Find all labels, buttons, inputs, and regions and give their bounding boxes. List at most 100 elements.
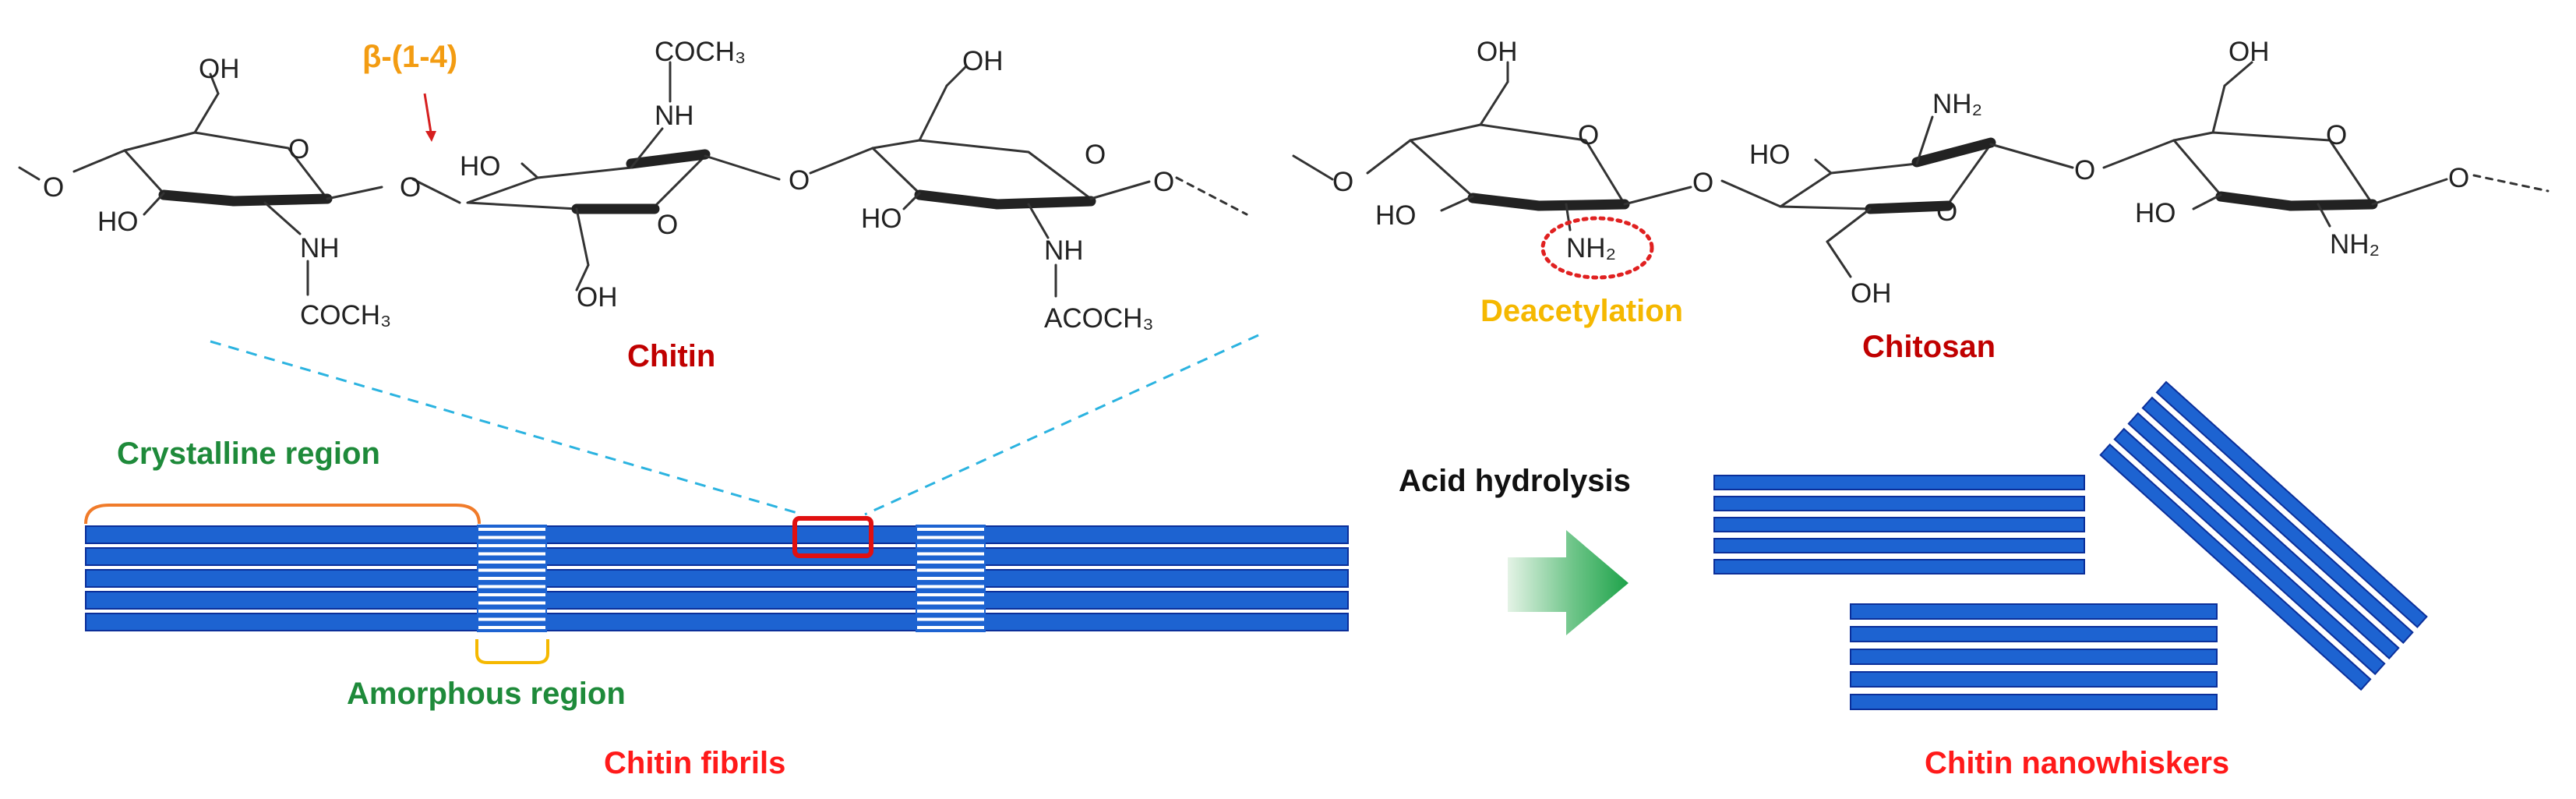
chitosan-atom: HO	[2135, 198, 2176, 228]
chitosan-molecule: O OH O HO NH₂ O HO NH₂ O OH O OH O HO NH…	[1292, 37, 2550, 364]
whisker-stack-rotated	[2099, 380, 2428, 691]
fibril-bundle	[85, 525, 1349, 632]
amorphous-stripe	[917, 568, 984, 572]
chitin-atom: O	[789, 165, 810, 196]
acid-hydrolysis-label: Acid hydrolysis	[1399, 464, 1631, 498]
amorphous-stripe	[917, 601, 984, 605]
whisker-bar	[1713, 496, 2085, 511]
amorphous-stripe	[478, 593, 545, 596]
whisker-stack	[1850, 603, 2218, 710]
amorphous-stripe	[478, 626, 545, 629]
beta-linkage-label: β-(1-4)	[362, 40, 457, 74]
chitin-atom: OH	[199, 54, 240, 84]
whisker-bar	[1713, 538, 2085, 553]
whisker-bar	[2127, 412, 2400, 660]
chitin-label: Chitin	[627, 339, 715, 373]
amorphous-stripe	[917, 610, 984, 613]
amorphous-stripe	[478, 601, 545, 605]
chitosan-atom: NH₂	[1932, 89, 1982, 119]
chitin-atom: O	[288, 134, 309, 164]
chitosan-atom: O	[1332, 167, 1353, 197]
whisker-bar	[2113, 427, 2386, 676]
chitin-atom: NH	[655, 101, 694, 131]
green-gradient-arrow-icon	[1508, 530, 1629, 635]
beta-arrowhead-icon	[425, 131, 436, 142]
chitin-fibrils-label: Chitin fibrils	[604, 746, 785, 780]
dotted-circle-icon	[1540, 216, 1654, 280]
amorphous-stripe	[917, 560, 984, 564]
fibril-bar	[85, 613, 1349, 631]
chitosan-atom: OH	[2228, 37, 2270, 67]
chitin-atom: OH	[577, 282, 618, 313]
fibril-bar	[85, 525, 1349, 544]
chitosan-atom: O	[2448, 163, 2469, 193]
amorphous-stripe	[478, 610, 545, 613]
chitin-atom: NH	[1044, 235, 1084, 266]
chitosan-atom: NH₂	[2330, 229, 2380, 260]
amorphous-stripe	[917, 528, 984, 531]
amorphous-stripe	[478, 560, 545, 564]
deacetylation-label: Deacetylation	[1480, 294, 1683, 328]
fibril-bar	[85, 547, 1349, 566]
chitosan-atom: O	[2326, 120, 2347, 150]
amorphous-stripe	[478, 544, 545, 547]
chitin-atom: ACOCH₃	[1044, 303, 1154, 334]
amorphous-stripe	[478, 577, 545, 580]
chitosan-atom: NH₂	[1566, 233, 1616, 263]
whisker-bar	[1850, 603, 2218, 620]
chitosan-atom: HO	[1375, 200, 1417, 231]
whisker-stack	[1713, 475, 2085, 575]
chitosan-atom: OH	[1851, 278, 1892, 309]
highlight-box-icon	[792, 516, 873, 558]
whisker-bar	[1850, 649, 2218, 665]
fibril-bar	[85, 569, 1349, 588]
chitin-atom: HO	[861, 203, 902, 234]
amorphous-stripe	[478, 536, 545, 539]
amorphous-stripe	[917, 593, 984, 596]
amorphous-region-label: Amorphous region	[347, 677, 626, 711]
amorphous-stripe	[917, 617, 984, 621]
amorphous-stripe	[917, 626, 984, 629]
amorphous-stripe	[478, 617, 545, 621]
amorphous-stripe	[917, 585, 984, 589]
zoom-line-left	[210, 340, 803, 516]
chitosan-atom: OH	[1477, 37, 1518, 67]
whisker-bar	[1713, 475, 2085, 490]
chitin-atom: COCH₃	[300, 300, 391, 331]
chitin-atom: COCH₃	[655, 37, 746, 67]
amorphous-stripe	[917, 536, 984, 539]
amorphous-zone	[916, 525, 986, 632]
amorphous-stripe	[478, 568, 545, 572]
whisker-bar	[1850, 626, 2218, 642]
amorphous-stripe	[917, 577, 984, 580]
chitosan-atom: HO	[1749, 140, 1791, 170]
zoom-line-right	[864, 334, 1259, 516]
amorphous-stripe	[478, 585, 545, 589]
chitin-atom: O	[43, 172, 64, 203]
chitosan-atom: O	[1936, 196, 1957, 227]
amorphous-stripe	[917, 544, 984, 547]
amorphous-bracket-icon	[475, 639, 549, 664]
whisker-bar	[2141, 396, 2414, 644]
whisker-bar	[2099, 443, 2372, 691]
amorphous-zone	[477, 525, 547, 632]
chitin-atom: O	[1085, 140, 1106, 170]
amorphous-stripe	[478, 528, 545, 531]
chitosan-atom: O	[1578, 120, 1599, 150]
whisker-bar	[2155, 380, 2428, 628]
chitin-atom: OH	[962, 46, 1004, 76]
chitosan-atom: O	[1692, 168, 1713, 198]
amorphous-stripe	[478, 552, 545, 556]
chitin-atom: HO	[97, 207, 139, 237]
chitosan-atom: O	[2074, 155, 2095, 186]
chitosan-label: Chitosan	[1862, 330, 1996, 364]
whisker-bar	[1850, 671, 2218, 688]
chitin-nanowhiskers-label: Chitin nanowhiskers	[1925, 746, 2229, 780]
amorphous-stripe	[917, 552, 984, 556]
chitin-molecule: O OH O HO NH COCH₃ O HO NH COCH₃ O OH O …	[18, 37, 1248, 373]
whisker-bar	[1713, 559, 2085, 575]
chitin-atom: O	[400, 172, 421, 203]
crystalline-region-label: Crystalline region	[117, 437, 380, 471]
